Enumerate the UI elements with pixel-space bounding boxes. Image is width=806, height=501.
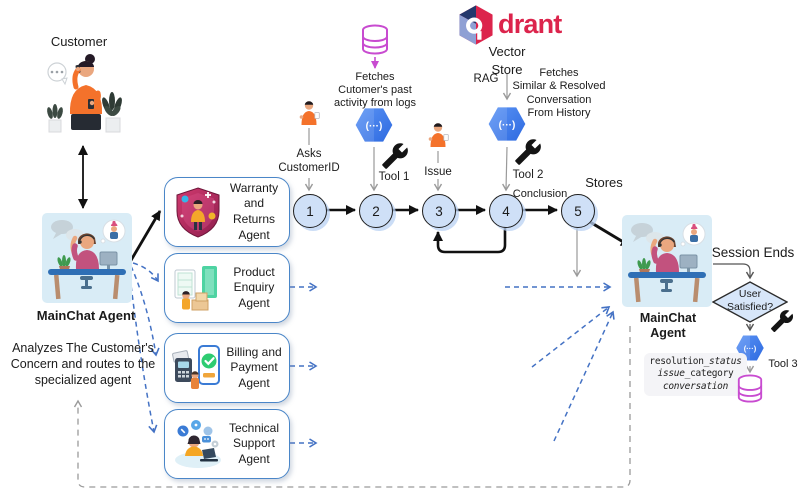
route-billing-arrow xyxy=(130,265,160,357)
tool2-label: Tool 2 xyxy=(512,169,544,181)
mainchat-right-illustration xyxy=(622,215,712,307)
tool1-description: Fetches Cutomer's past activity from log… xyxy=(334,71,416,110)
record-line-2: issue_category xyxy=(657,368,734,380)
agent-box-label: Billing and Payment Agent xyxy=(226,344,282,390)
mainchat-right-label: MainChat Agent xyxy=(639,311,697,341)
technical-support-icon xyxy=(172,418,224,475)
step-circle-2: 2 xyxy=(359,194,393,228)
vector-store-label: Vector Store xyxy=(488,44,526,77)
tool2-function-icon: (···) xyxy=(487,103,527,150)
history-database-icon xyxy=(736,374,764,409)
step-circle-1: 1 xyxy=(293,194,327,228)
product-enquiry-agent-box: Product Enquiry Agent xyxy=(164,253,290,323)
session-ends-connector xyxy=(713,263,755,280)
stored-record-fields: resolution_status issue_category convers… xyxy=(644,353,747,397)
route-warranty-arrow xyxy=(128,210,162,263)
agent-box-label: Technical Support Agent xyxy=(228,420,280,466)
mainchat-left-description: Analyzes The Customer's Concern and rout… xyxy=(10,341,156,387)
product-boards-icon xyxy=(172,262,224,319)
tool1-wrench-icon xyxy=(381,142,409,175)
svg-text:(···): (···) xyxy=(499,120,516,131)
qdrant-wordmark: drant xyxy=(498,9,562,39)
user-satisfied-decision: User Satisfied? xyxy=(711,281,789,328)
billing-payment-icon xyxy=(172,342,224,399)
step-circle-5: 5 xyxy=(561,194,595,228)
qdrant-logo: drant xyxy=(457,4,562,51)
issue-customer-mini-icon xyxy=(427,121,449,154)
rag-label: RAG xyxy=(473,73,499,85)
customer-label: Customer xyxy=(50,34,108,49)
step-circle-3: 3 xyxy=(422,194,456,228)
technical-support-agent-box: Technical Support Agent xyxy=(164,409,290,479)
tool3-wrench-icon xyxy=(770,309,794,338)
conclusion-label: Conclusion xyxy=(512,188,568,200)
decision-label: User Satisfied? xyxy=(726,288,774,314)
tool3-label: Tool 3 xyxy=(768,358,798,370)
record-line-1: resolution_status xyxy=(649,356,742,367)
issue-label: Issue xyxy=(424,166,452,178)
step-circle-4: 4 xyxy=(489,194,523,228)
customer-illustration xyxy=(40,52,130,145)
agent-box-label: Product Enquiry Agent xyxy=(233,264,275,310)
warranty-returns-agent-box: Warranty and Returns Agent xyxy=(164,177,290,247)
tool1-label: Tool 1 xyxy=(378,171,410,183)
svg-text:(···): (···) xyxy=(366,121,383,132)
qdrant-cube-icon xyxy=(457,4,495,51)
mainchat-left-illustration xyxy=(42,213,132,303)
svg-text:(···): (···) xyxy=(744,344,757,353)
asks-customerid-label: Asks CustomerID xyxy=(278,148,340,175)
session-ends-label: Session Ends xyxy=(711,245,795,260)
record-line-3: conversation xyxy=(662,380,729,392)
warranty-shield-icon xyxy=(172,186,224,243)
customer-mini-icon xyxy=(298,99,320,132)
agent-box-label: Warranty and Returns Agent xyxy=(229,180,279,242)
tool2-description: Fetches Similar & Resolved Conversation … xyxy=(512,67,606,120)
mainchat-left-label: MainChat Agent xyxy=(36,308,136,323)
feedback-return-path xyxy=(73,326,631,488)
loop-arrow xyxy=(433,227,507,254)
route-product-arrow xyxy=(132,262,159,283)
tool2-wrench-icon xyxy=(514,138,542,171)
logs-database-icon xyxy=(360,24,390,61)
tool1-function-icon: (···) xyxy=(354,104,394,151)
billing-payment-agent-box: Billing and Payment Agent xyxy=(164,333,290,403)
stores-label: Stores xyxy=(585,175,623,190)
